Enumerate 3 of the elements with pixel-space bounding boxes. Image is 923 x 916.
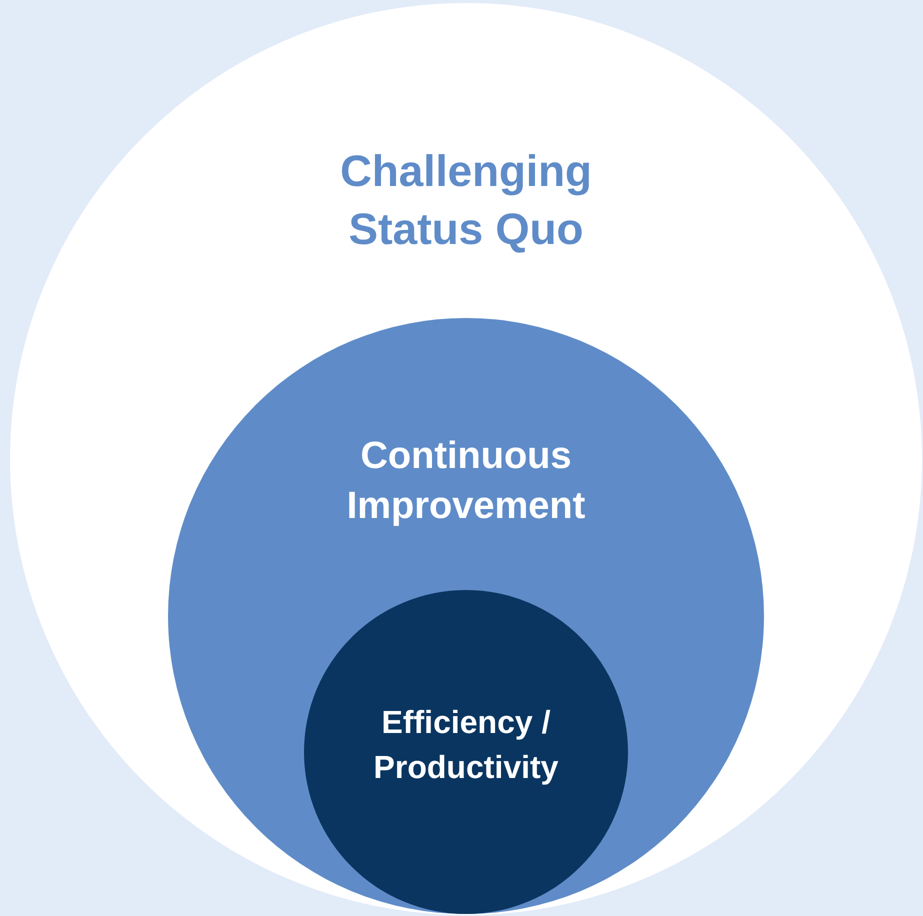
circle-label: Continuous Improvement [346, 434, 586, 529]
circle-label: Challenging Status Quo [339, 146, 593, 256]
circle-label: Efficiency / Productivity [372, 703, 560, 787]
